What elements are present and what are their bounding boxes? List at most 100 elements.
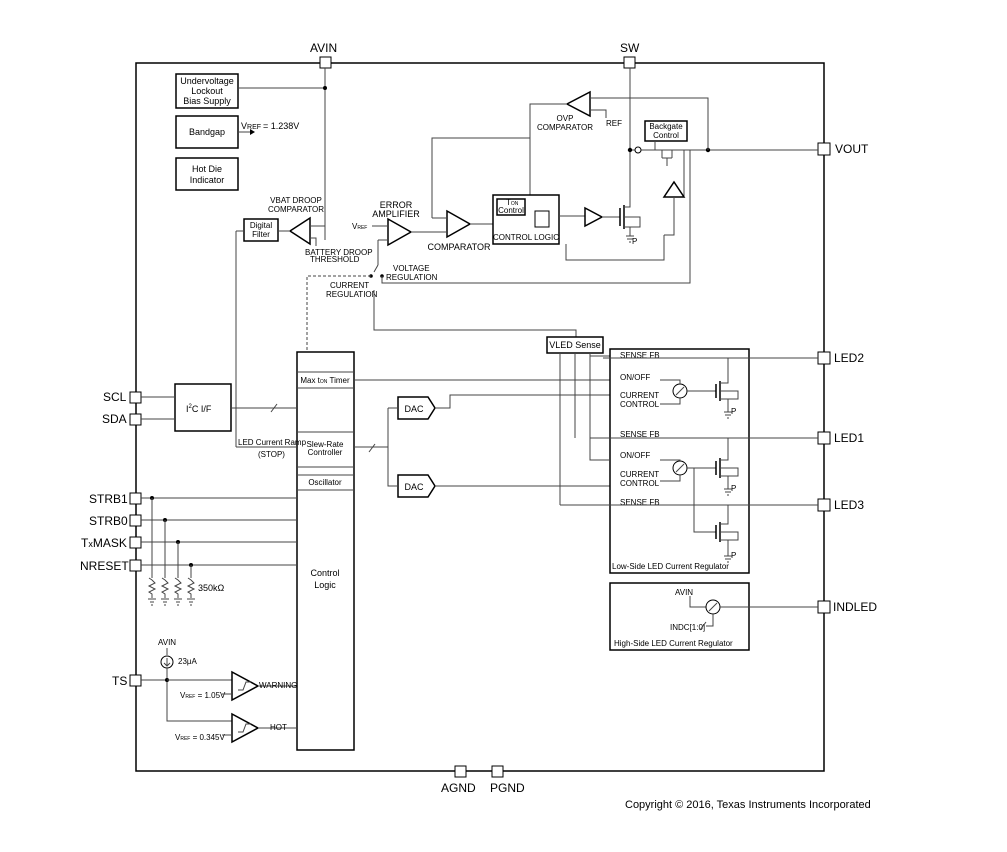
max-ton-timer-label: Max tON Timer	[300, 376, 350, 385]
svg-text:LED Current Ramp: LED Current Ramp	[238, 438, 307, 447]
svg-text:Bias Supply: Bias Supply	[183, 96, 231, 106]
svg-text:CONTROL LOGIC: CONTROL LOGIC	[493, 233, 559, 242]
svg-text:Low-Side LED Current Regulator: Low-Side LED Current Regulator	[612, 562, 729, 571]
pin-scl: SCL	[103, 390, 142, 404]
pin-strb0: STRB0	[89, 514, 142, 528]
svg-text:REGULATION: REGULATION	[326, 290, 378, 299]
svg-text:Controller: Controller	[308, 448, 343, 457]
pin-avin: AVIN	[310, 41, 337, 69]
power-fet: P	[619, 68, 641, 246]
svg-text:THRESHOLD: THRESHOLD	[310, 255, 360, 264]
svg-text:Filter: Filter	[252, 230, 270, 239]
pin-agnd: AGND	[441, 765, 476, 795]
svg-text:P: P	[731, 484, 736, 493]
svg-text:CURRENT: CURRENT	[620, 470, 659, 479]
pin-txmask: TxMASK	[81, 536, 142, 550]
svg-text:SENSE FB: SENSE FB	[620, 351, 660, 360]
svg-text:ON/OFF: ON/OFF	[620, 451, 650, 460]
top-control-logic: TON Control CONTROL LOGIC	[492, 194, 585, 245]
pin-sw: SW	[620, 41, 640, 69]
svg-text:SENSE FB: SENSE FB	[620, 430, 660, 439]
pin-indled-label: INDLED	[833, 600, 877, 614]
warning-comparator: WARNING VREF = 1.05V	[180, 670, 297, 702]
led3-fet: P	[715, 505, 739, 563]
svg-text:Hot Die: Hot Die	[192, 164, 222, 174]
svg-text:SENSE FB: SENSE FB	[620, 498, 660, 507]
pulldown-resistors: 350kΩ	[147, 577, 225, 606]
svg-text:Lockout: Lockout	[191, 86, 223, 96]
pin-pgnd-label: PGND	[490, 781, 525, 795]
pin-led1-label: LED1	[834, 431, 864, 445]
dac-1: DAC	[397, 396, 436, 420]
svg-text:Digital: Digital	[250, 221, 272, 230]
svg-text:OVP: OVP	[557, 114, 574, 123]
svg-text:WARNING: WARNING	[259, 681, 297, 690]
backgate-control: Backgate Control	[627, 97, 818, 196]
led1-fet: P	[715, 438, 739, 496]
dac-2: DAC	[397, 474, 436, 498]
pin-agnd-label: AGND	[441, 781, 476, 795]
pin-sda-label: SDA	[102, 412, 127, 426]
svg-text:(STOP): (STOP)	[258, 450, 285, 459]
svg-text:P: P	[731, 407, 736, 416]
pin-vout: VOUT	[817, 142, 869, 156]
svg-text:DAC: DAC	[404, 482, 424, 492]
svg-text:INDC[1:0]: INDC[1:0]	[670, 623, 705, 632]
svg-text:VREF= 1.238V: VREF= 1.238V	[241, 121, 299, 131]
input-buses	[141, 496, 297, 578]
svg-text:AVIN: AVIN	[675, 588, 693, 597]
svg-text:Control: Control	[498, 206, 524, 215]
pin-strb1: STRB1	[89, 492, 142, 506]
pin-sda: SDA	[102, 412, 142, 426]
svg-text:P: P	[632, 237, 637, 246]
svg-text:HOT: HOT	[270, 723, 287, 732]
svg-text:Oscillator: Oscillator	[308, 478, 342, 487]
led-current-ramp: LED Current Ramp (STOP)	[236, 438, 307, 459]
gate-driver	[584, 206, 604, 228]
error-amplifier: ERROR AMPLIFIER VREF	[352, 200, 432, 265]
svg-text:AVIN: AVIN	[158, 638, 176, 647]
led2-fet: P	[715, 358, 739, 419]
svg-text:VREF: VREF	[352, 222, 367, 231]
pin-scl-label: SCL	[103, 390, 127, 404]
regulation-switch: VOLTAGE REGULATION CURRENT REGULATION	[306, 150, 691, 352]
digital-filter-block: Digital Filter	[235, 218, 290, 447]
svg-text:ERROR: ERROR	[380, 200, 413, 210]
pin-sw-label: SW	[620, 41, 640, 55]
svg-text:VREF = 1.05V: VREF = 1.05V	[180, 691, 226, 700]
svg-text:REGULATION: REGULATION	[386, 273, 438, 282]
svg-text:I2C I/F: I2C I/F	[186, 404, 212, 414]
svg-text:High-Side LED Current Regulato: High-Side LED Current Regulator	[614, 639, 733, 648]
pin-indled: INDLED	[817, 600, 877, 614]
svg-text:Backgate: Backgate	[649, 122, 683, 131]
svg-text:TON: TON	[506, 198, 519, 207]
pin-txmask-label: TxMASK	[81, 536, 127, 550]
svg-text:BATTERY DROOP: BATTERY DROOP	[305, 248, 373, 257]
svg-text:P: P	[731, 551, 736, 560]
svg-text:ON/OFF: ON/OFF	[620, 373, 650, 382]
svg-text:Bandgap: Bandgap	[189, 127, 225, 137]
pin-led2-label: LED2	[834, 351, 864, 365]
vled-sense-block: VLED Sense	[546, 336, 610, 505]
svg-text:Indicator: Indicator	[190, 175, 225, 185]
vbat-droop-comparator: VBAT DROOP COMPARATOR BATTERY DROOP THRE…	[268, 196, 373, 264]
pin-ts-label: TS	[112, 674, 127, 688]
svg-text:Control: Control	[310, 568, 339, 578]
svg-text:COMPARATOR: COMPARATOR	[537, 123, 593, 132]
pin-led1: LED1	[817, 431, 864, 445]
svg-text:Control: Control	[653, 131, 679, 140]
svg-text:VBAT DROOP: VBAT DROOP	[270, 196, 322, 205]
pin-led3-label: LED3	[834, 498, 864, 512]
pin-nreset-label: NRESET	[80, 559, 129, 573]
control-logic-column: Max tON Timer Slew-Rate Controller Oscil…	[296, 351, 355, 751]
svg-text:VLED Sense: VLED Sense	[549, 340, 601, 350]
high-side-regulator: AVIN INDC[1:0] High-Side LED Current Reg…	[609, 582, 818, 651]
svg-text:DAC: DAC	[404, 404, 424, 414]
pin-pgnd: PGND	[490, 765, 525, 795]
svg-text:REF: REF	[606, 119, 622, 128]
svg-text:COMPARATOR: COMPARATOR	[427, 242, 491, 252]
pin-vout-label: VOUT	[835, 142, 869, 156]
pin-led3: LED3	[817, 498, 864, 512]
i2c-interface: I2C I/F	[141, 383, 297, 432]
pin-strb1-label: STRB1	[89, 492, 128, 506]
